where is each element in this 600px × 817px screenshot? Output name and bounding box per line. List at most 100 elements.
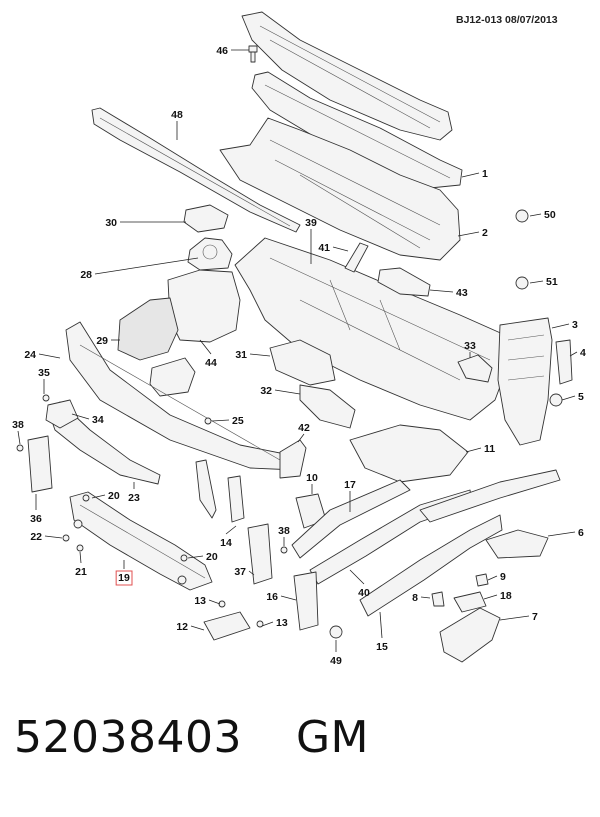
callout-leader-20: [91, 494, 106, 499]
callout-number-18: 18: [500, 590, 512, 602]
part-43-bracket: [377, 267, 431, 297]
callout-8: 8: [412, 592, 431, 604]
callout-leader-37: [248, 570, 255, 576]
callout-19: 19: [115, 560, 133, 586]
callout-number-14: 14: [220, 537, 232, 549]
callout-number-49: 49: [330, 655, 342, 667]
part-38-bolt-b: [280, 546, 288, 554]
callout-15: 15: [376, 611, 388, 653]
callout-number-1: 1: [482, 168, 488, 180]
callout-43: 43: [429, 287, 468, 299]
part-20-nut: [82, 494, 90, 502]
callout-32: 32: [260, 385, 301, 397]
part-19-cross-member: [69, 491, 213, 591]
callout-7: 7: [499, 611, 538, 623]
callout-20: 20: [187, 551, 218, 563]
callout-35: 35: [38, 367, 50, 394]
callout-leader-41: [332, 246, 349, 252]
part-14-brace: [195, 459, 217, 519]
part-30-cap: [183, 204, 229, 233]
part-22-clip: [62, 534, 70, 542]
callout-41: 41: [318, 242, 349, 254]
part-37-bracket: [247, 523, 273, 585]
callout-2: 2: [457, 227, 488, 239]
callout-number-3: 3: [572, 319, 578, 331]
part-17-rail: [291, 479, 411, 559]
callout-37: 37: [234, 566, 255, 578]
part-18-bracket: [453, 591, 487, 613]
callout-leader-14: [225, 525, 237, 535]
callout-49: 49: [330, 640, 342, 667]
callout-number-33: 33: [464, 340, 476, 352]
callout-number-16: 16: [266, 591, 278, 603]
callout-number-39: 39: [305, 217, 317, 229]
callout-number-43: 43: [456, 287, 468, 299]
callout-number-4: 4: [580, 347, 586, 359]
callout-38: 38: [278, 525, 290, 546]
part-38-bolt-a: [16, 444, 24, 452]
part-12-box: [203, 611, 251, 641]
callout-number-29: 29: [96, 335, 108, 347]
callout-leader-21: [79, 551, 82, 564]
part-39-floor: [234, 237, 511, 421]
callout-4: 4: [569, 347, 586, 359]
callout-48: 48: [171, 109, 183, 140]
callout-number-6: 6: [578, 527, 584, 539]
callout-number-5: 5: [578, 391, 584, 403]
callout-number-22: 22: [30, 531, 42, 543]
callout-leader-20: [187, 555, 204, 559]
callout-leader-13: [261, 621, 274, 627]
callout-42: 42: [297, 422, 310, 443]
callout-leader-16: [280, 595, 297, 601]
part-36-bracket: [27, 435, 53, 493]
callout-number-38: 38: [278, 525, 290, 537]
part-11-tray: [349, 424, 469, 483]
callout-number-46: 46: [216, 45, 228, 57]
highlight-box: [115, 570, 133, 586]
reference-code: BJ12-013 08/07/2013: [456, 14, 558, 26]
callout-21: 21: [75, 551, 87, 578]
part-14-brace-b: [227, 475, 245, 523]
callout-number-7: 7: [532, 611, 538, 623]
callout-number-9: 9: [500, 571, 506, 583]
callout-leader-43: [429, 289, 454, 293]
part-long-sill: [419, 469, 561, 523]
callout-leader-38: [17, 430, 21, 445]
callout-leader-50: [529, 213, 542, 217]
callout-number-8: 8: [412, 592, 418, 604]
callout-number-41: 41: [318, 242, 330, 254]
part-25-bolt: [204, 417, 212, 425]
callout-number-24: 24: [24, 349, 36, 361]
callout-25: 25: [211, 415, 244, 427]
callout-number-23: 23: [128, 492, 140, 504]
callout-leader-25: [211, 419, 230, 422]
callout-leader-32: [274, 389, 301, 395]
callout-46: 46: [216, 45, 249, 57]
part-3-side-panel: [497, 317, 553, 446]
part-6-bracket: [485, 529, 549, 559]
callout-labels: 1234567891112131314151617181920202122232…: [12, 45, 586, 667]
callout-51: 51: [529, 276, 558, 288]
part-34-bracket: [45, 399, 79, 429]
callout-number-10: 10: [306, 472, 318, 484]
part-48-strip: [91, 107, 301, 233]
callout-number-32: 32: [260, 385, 272, 397]
callout-number-40: 40: [358, 587, 370, 599]
callout-30: 30: [105, 217, 186, 229]
part-44-bracket: [149, 357, 196, 397]
callout-leader-1: [461, 172, 480, 178]
callout-number-30: 30: [105, 217, 117, 229]
callout-number-20: 20: [206, 551, 218, 563]
part-number: 52038403: [14, 712, 242, 763]
callout-number-17: 17: [344, 479, 356, 491]
callout-leader-13: [208, 599, 221, 605]
part-9-clip: [475, 573, 489, 587]
callout-number-44: 44: [205, 357, 217, 369]
part-shapes: [16, 11, 573, 663]
callout-leader-5: [561, 395, 576, 401]
callout-38: 38: [12, 419, 24, 445]
callout-22: 22: [30, 531, 63, 543]
callout-leader-51: [529, 280, 544, 284]
callout-leader-4: [569, 351, 578, 357]
